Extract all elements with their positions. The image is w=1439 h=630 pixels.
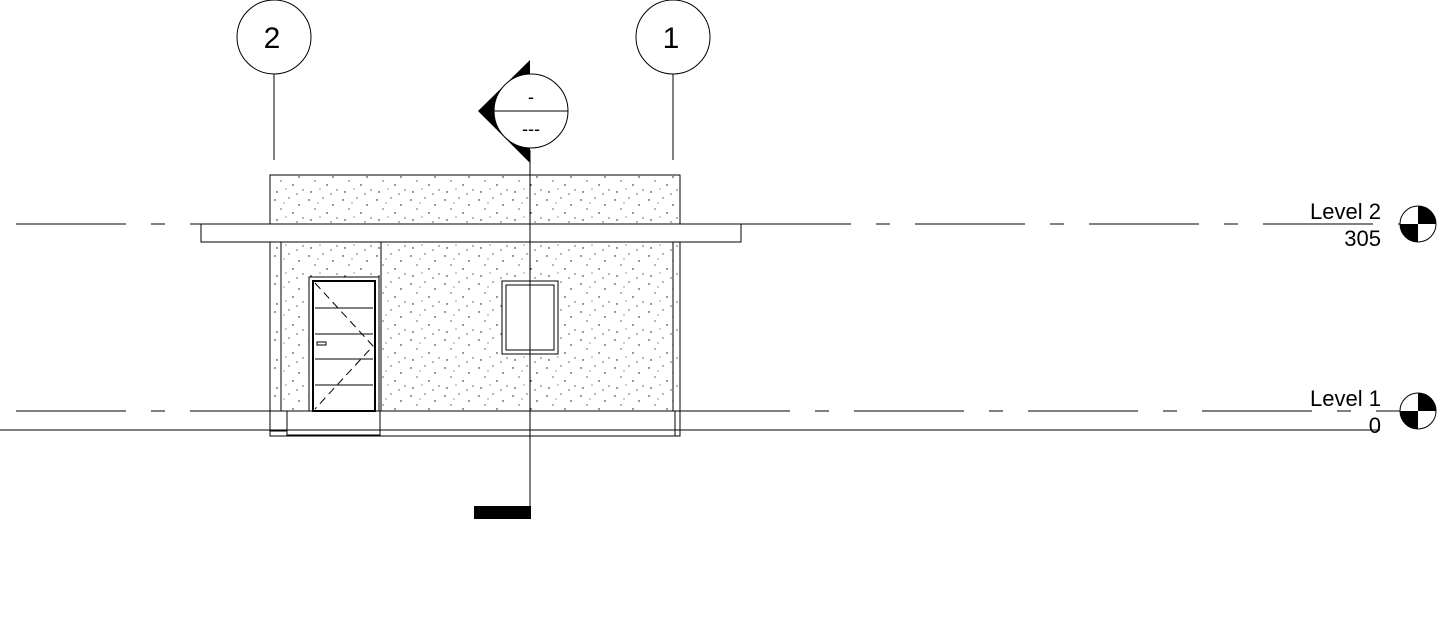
door-frame-inner <box>312 280 376 412</box>
section-tail-icon <box>474 506 531 519</box>
level-2-name: Level 2 <box>1310 199 1381 224</box>
level-1[interactable]: Level 1 0 <box>16 386 1437 438</box>
door[interactable] <box>308 276 380 412</box>
level-1-name: Level 1 <box>1310 386 1381 411</box>
roof-slab[interactable] <box>200 223 742 243</box>
level-2-target-icon <box>1399 205 1437 243</box>
grid-line-2[interactable]: 2 <box>236 0 312 160</box>
section-sheet-number: - <box>528 87 534 107</box>
grid-label-2: 2 <box>264 22 281 55</box>
level-1-target-icon <box>1399 392 1437 430</box>
grid-label-1: 1 <box>663 22 680 55</box>
grid-line-1[interactable]: 1 <box>635 0 711 160</box>
base-corner <box>269 410 288 432</box>
door-handle-icon <box>316 341 327 346</box>
parapet-wall[interactable] <box>269 174 681 225</box>
level-1-elevation: 0 <box>1369 413 1381 438</box>
door-threshold <box>286 410 381 436</box>
section-marker[interactable]: - --- <box>474 60 569 519</box>
level-2[interactable]: Level 2 305 <box>16 199 1437 251</box>
door-swing-indicator <box>314 282 374 410</box>
level-2-elevation: 305 <box>1344 226 1381 251</box>
section-detail-number: --- <box>522 119 540 139</box>
